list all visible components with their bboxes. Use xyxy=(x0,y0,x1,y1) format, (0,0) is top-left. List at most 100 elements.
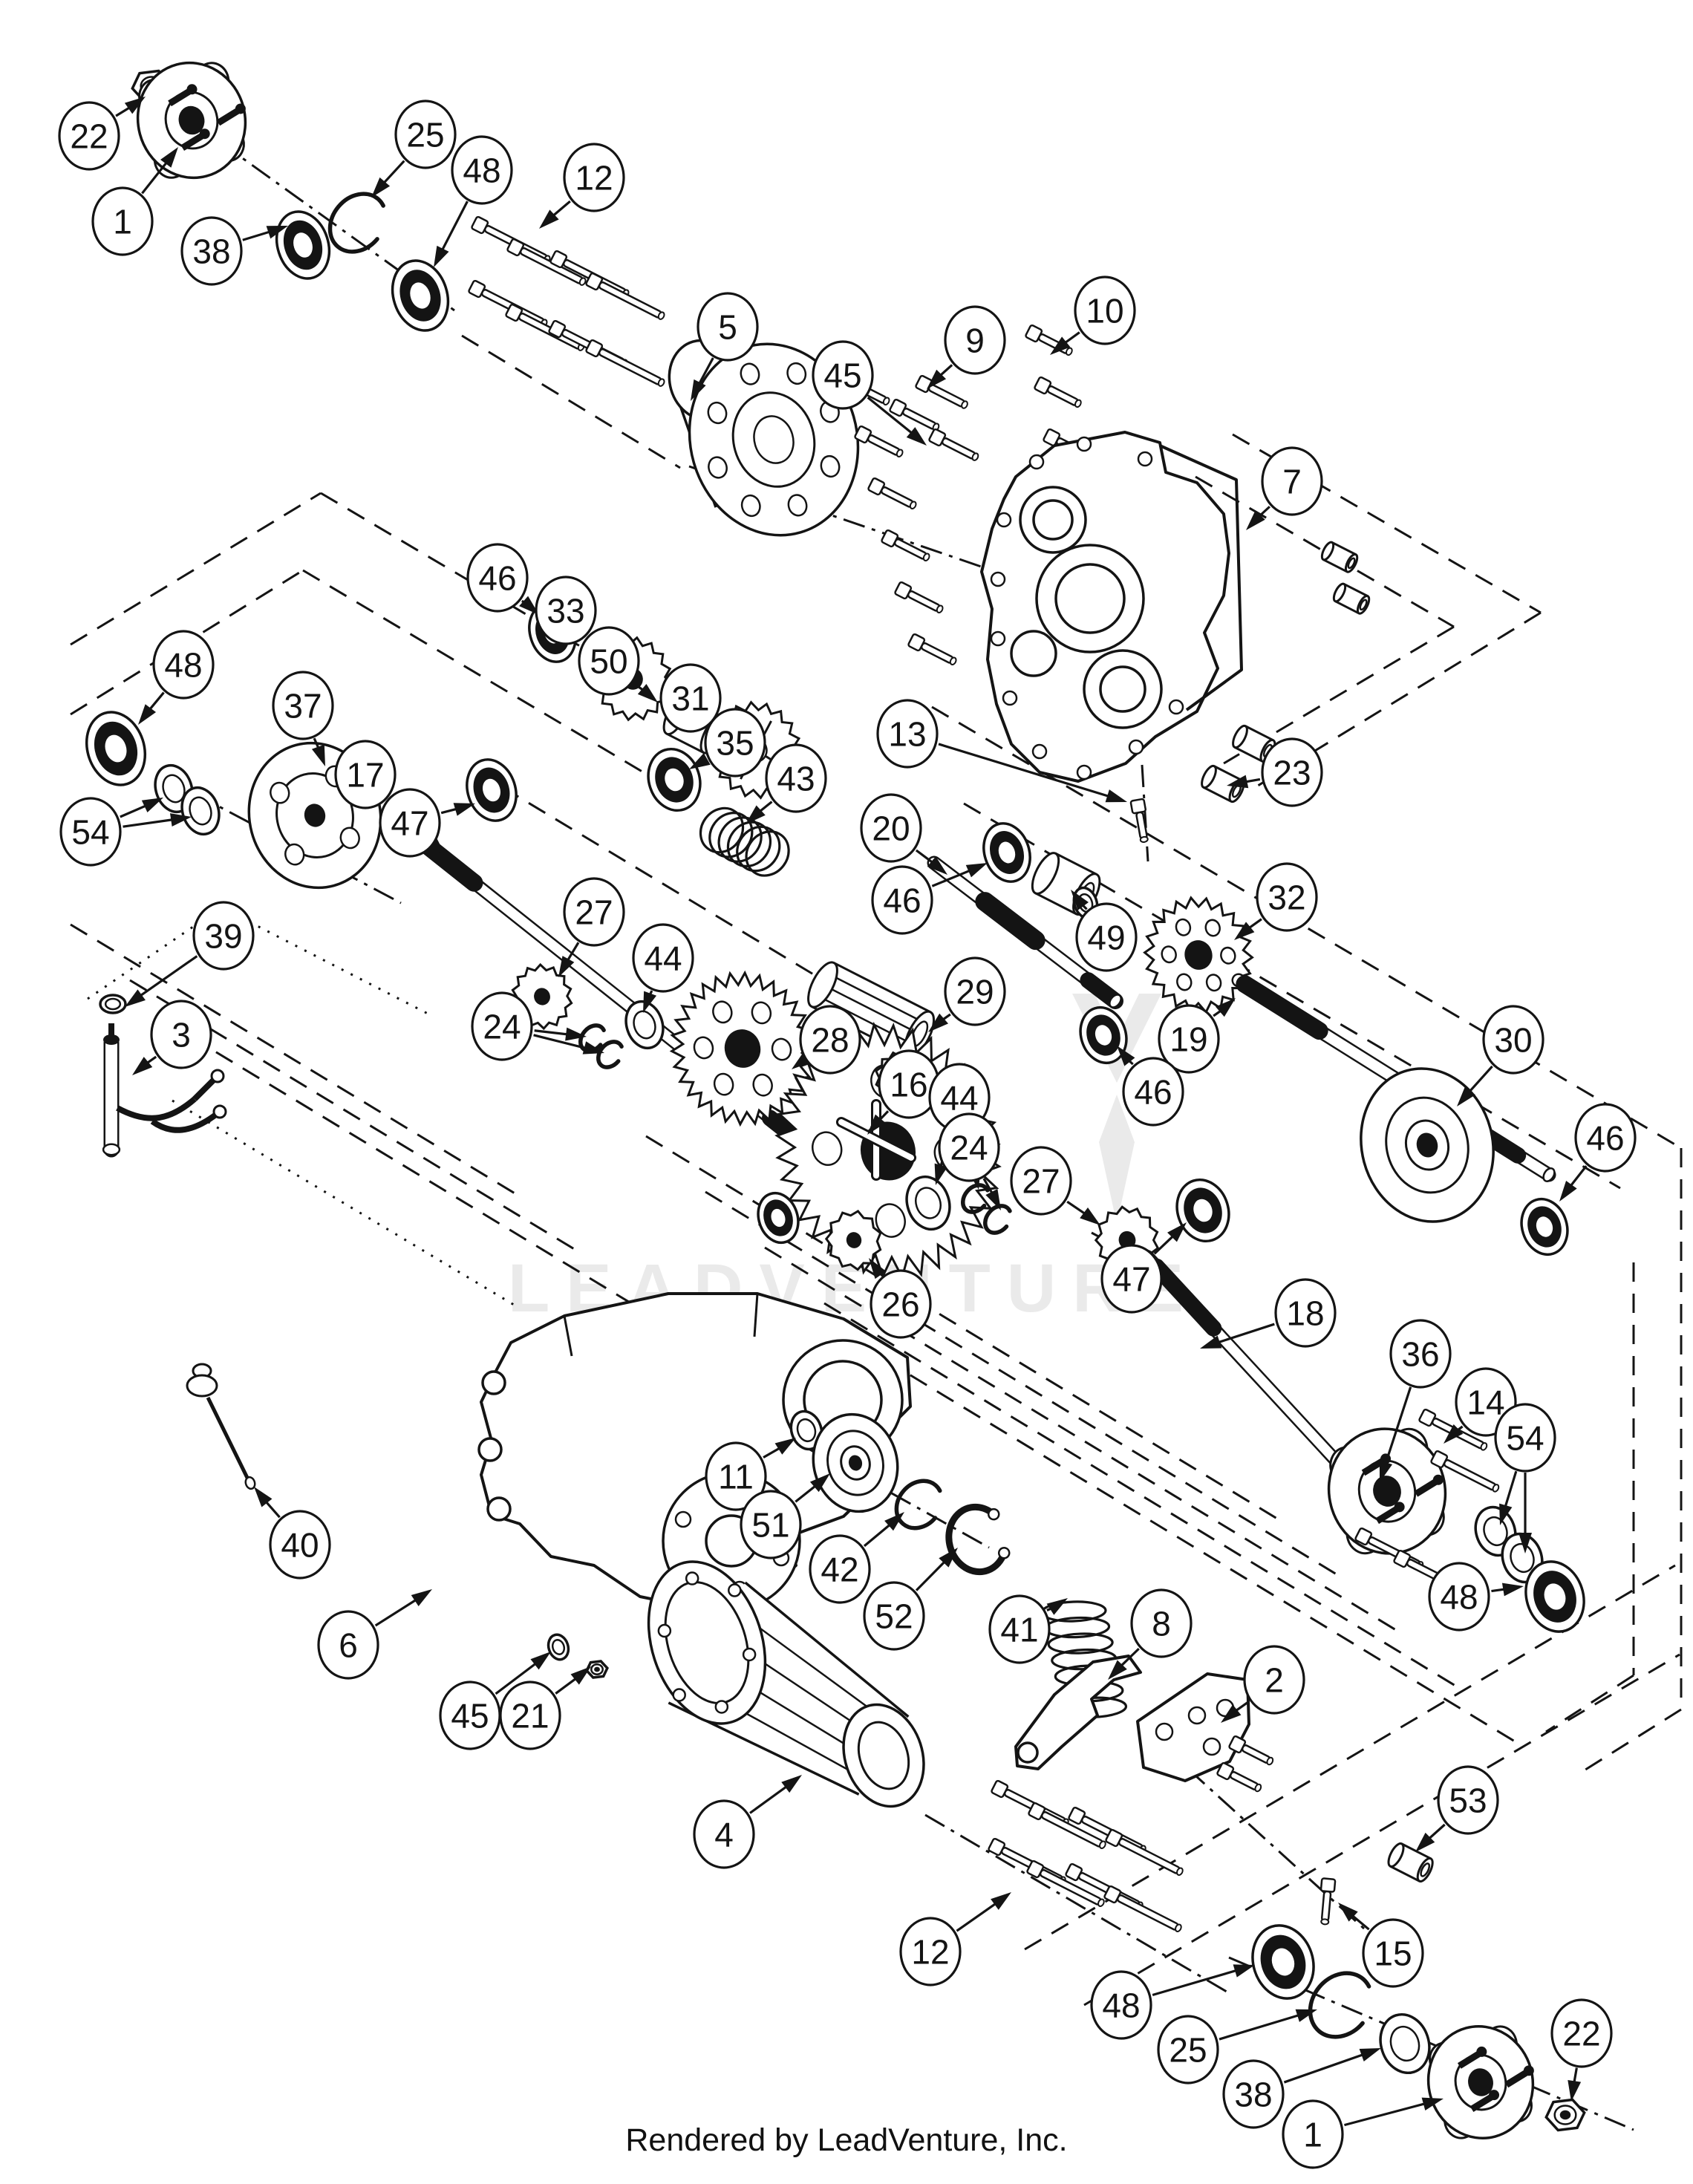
callout-bubble xyxy=(1130,1588,1193,1658)
callout-bubble xyxy=(1282,2099,1344,2169)
callout-bubble xyxy=(269,1510,331,1580)
callout-bubble xyxy=(1122,1057,1184,1127)
callout-27: 27 xyxy=(1010,1146,1100,1225)
callout-32: 32 xyxy=(1234,862,1318,940)
callout-number: 49 xyxy=(1087,919,1125,957)
callout-bubble xyxy=(1090,1970,1152,2040)
callout-bubble xyxy=(150,1000,212,1069)
callout-number: 19 xyxy=(1170,1020,1207,1059)
callout-number: 25 xyxy=(406,116,444,154)
callout-bubble xyxy=(809,1534,871,1604)
leader-arrowhead-icon xyxy=(169,813,192,827)
callout-number: 13 xyxy=(888,715,926,754)
callout-number: 48 xyxy=(463,151,500,190)
callout-number: 45 xyxy=(451,1697,489,1735)
callout-27: 27 xyxy=(558,877,625,977)
callout-29: 29 xyxy=(928,956,1006,1032)
leader-line xyxy=(915,849,935,864)
callout-23: 23 xyxy=(1227,737,1323,807)
leader-arrowhead-icon xyxy=(1080,1207,1100,1225)
leader-line xyxy=(440,201,469,252)
callout-number: 54 xyxy=(71,813,109,852)
callout-bubble xyxy=(944,305,1006,375)
callout-number: 7 xyxy=(1282,463,1302,501)
callout-bubble xyxy=(58,101,120,171)
callout-bubble xyxy=(860,793,922,863)
callout-number: 20 xyxy=(872,809,910,848)
callout-bubble xyxy=(1157,2015,1219,2084)
callout-41: 41 xyxy=(988,1594,1068,1664)
callout-number: 22 xyxy=(1562,2015,1600,2053)
callout-bubble xyxy=(91,186,154,256)
callout-number: 24 xyxy=(483,1008,521,1046)
leader-arrowhead-icon xyxy=(1444,1424,1464,1444)
leader-arrowhead-icon xyxy=(411,1589,432,1606)
leader-line xyxy=(863,1522,893,1548)
callout-bubble xyxy=(1075,902,1138,972)
callout-4: 4 xyxy=(693,1775,802,1869)
callout-bubble xyxy=(1274,1278,1337,1348)
callout-11: 11 xyxy=(705,1438,796,1511)
leader-arrowhead-icon xyxy=(1117,1046,1135,1066)
callout-number: 1 xyxy=(1303,2116,1322,2154)
callout-48: 48 xyxy=(434,135,513,267)
leader-line xyxy=(374,1597,418,1627)
callout-number: 16 xyxy=(890,1066,927,1104)
leader-arrowhead-icon xyxy=(1295,2009,1317,2022)
callout-number: 29 xyxy=(956,973,994,1011)
leader-arrowhead-icon xyxy=(582,1041,604,1054)
callout-bubble xyxy=(765,743,827,813)
leader-arrowhead-icon xyxy=(311,744,325,766)
leader-arrowhead-icon xyxy=(138,704,157,725)
leader-arrowhead-icon xyxy=(160,147,178,168)
leader-arrowhead-icon xyxy=(371,177,391,198)
leader-arrowhead-icon xyxy=(637,684,658,703)
leader-arrowhead-icon xyxy=(1421,2097,1444,2111)
leader-arrowhead-icon xyxy=(1519,1533,1532,1554)
leader-line xyxy=(566,942,580,962)
callout-bubble xyxy=(659,663,722,733)
callout-19: 19 xyxy=(1158,998,1236,1074)
callout-24: 24 xyxy=(938,1112,1001,1210)
leader-arrowhead-icon xyxy=(691,379,706,401)
callout-bubble xyxy=(152,630,215,700)
leader-arrowhead-icon xyxy=(928,1013,949,1032)
callout-number: 35 xyxy=(716,724,754,763)
leader-arrowhead-icon xyxy=(906,427,927,446)
leader-line xyxy=(534,1029,570,1036)
leader-arrowhead-icon xyxy=(1338,1903,1358,1922)
leader-arrowhead-icon xyxy=(125,989,146,1007)
callout-bubble xyxy=(938,1112,1000,1182)
callout-bubble xyxy=(1222,2059,1285,2129)
leader-line xyxy=(1350,1914,1370,1931)
leader-line xyxy=(382,160,405,185)
callout-number: 33 xyxy=(547,592,584,630)
leader-arrowhead-icon xyxy=(1227,775,1249,789)
callout-bubble xyxy=(563,143,625,212)
callout-25: 25 xyxy=(1157,2009,1317,2084)
callout-46: 46 xyxy=(466,543,539,615)
callout-number: 12 xyxy=(575,159,613,198)
callout-bubble xyxy=(871,865,933,935)
callout-number: 46 xyxy=(478,559,516,598)
callout-43: 43 xyxy=(746,743,827,824)
callout-bubble xyxy=(499,1681,561,1750)
callout-number: 14 xyxy=(1467,1383,1504,1422)
leader-arrowhead-icon xyxy=(869,1258,887,1280)
leader-line xyxy=(141,160,169,195)
leader-line xyxy=(555,1676,578,1695)
leader-arrowhead-icon xyxy=(689,753,711,769)
callout-bubble xyxy=(1158,1004,1220,1074)
callout-bubble xyxy=(334,740,397,809)
callout-number: 44 xyxy=(644,939,682,978)
callout-1: 1 xyxy=(91,147,178,256)
callout-bubble xyxy=(693,1799,755,1869)
callout-25: 25 xyxy=(371,100,457,198)
callout-bubble xyxy=(317,1610,379,1680)
callout-12: 12 xyxy=(899,1892,1011,1986)
leader-arrowhead-icon xyxy=(809,1473,830,1493)
callout-47: 47 xyxy=(1100,1222,1187,1314)
callout-46: 46 xyxy=(871,863,988,935)
leader-arrowhead-icon xyxy=(132,1057,153,1075)
leader-arrowhead-icon xyxy=(1071,890,1089,910)
